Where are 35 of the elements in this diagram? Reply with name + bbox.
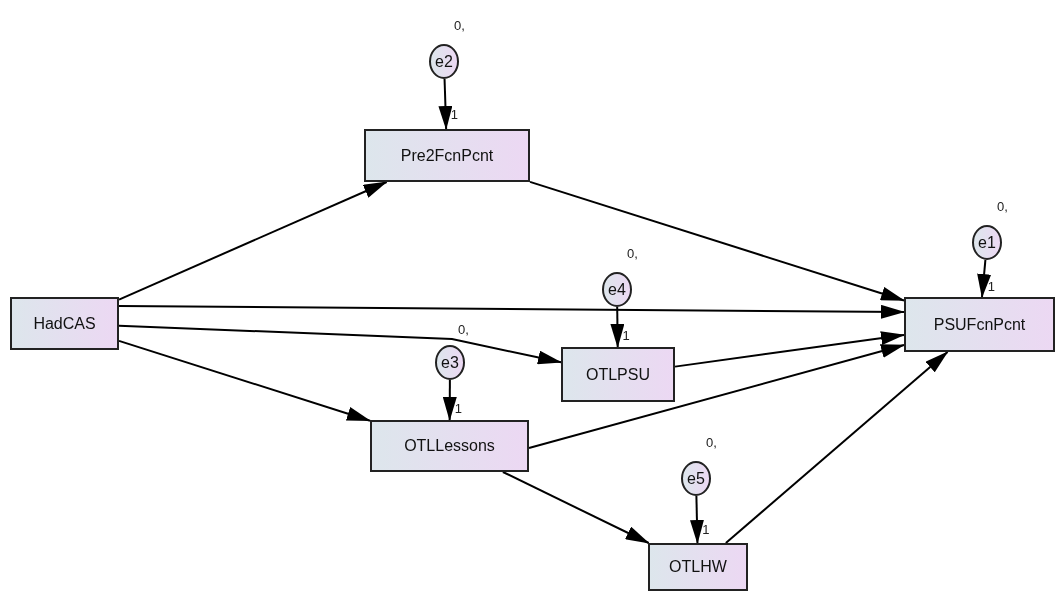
variable-box: Pre2FcnPcnt: [364, 129, 530, 182]
edge-label: 1: [987, 279, 996, 293]
arrow: [529, 180, 905, 302]
edge-label: 1: [454, 402, 462, 415]
variable-box: HadCAS: [10, 297, 119, 350]
arrow: [438, 78, 453, 130]
error-term-circle: e2: [429, 44, 459, 79]
arrow: [674, 331, 905, 368]
arrow: [118, 304, 905, 319]
arrow: [689, 495, 704, 544]
variance-label: 0,: [454, 19, 465, 32]
edge-label: 1: [450, 108, 458, 122]
variance-label: 0,: [997, 200, 1008, 213]
error-term-circle: e5: [681, 461, 711, 496]
arrow: [118, 324, 562, 365]
variable-box: PSUFcnPcnt: [904, 297, 1055, 352]
variable-box: OTLPSU: [561, 347, 675, 402]
error-term-circle: e4: [602, 272, 632, 307]
arrow: [118, 339, 371, 422]
variable-box: OTLHW: [648, 543, 748, 591]
arrow: [724, 351, 949, 544]
arrow: [442, 379, 457, 421]
edge-label: 1: [702, 523, 710, 537]
error-term-circle: e3: [435, 345, 465, 380]
arrow: [501, 471, 650, 544]
arrow: [118, 181, 388, 301]
variance-label: 0,: [458, 323, 469, 336]
arrow: [528, 344, 905, 449]
variance-label: 0,: [627, 247, 638, 260]
arrow: [977, 258, 992, 298]
arrow: [610, 306, 625, 348]
error-term-circle: e1: [972, 225, 1002, 260]
variance-label: 0,: [706, 436, 717, 449]
variable-box: OTLLessons: [370, 420, 529, 472]
edge-label: 1: [622, 329, 630, 342]
